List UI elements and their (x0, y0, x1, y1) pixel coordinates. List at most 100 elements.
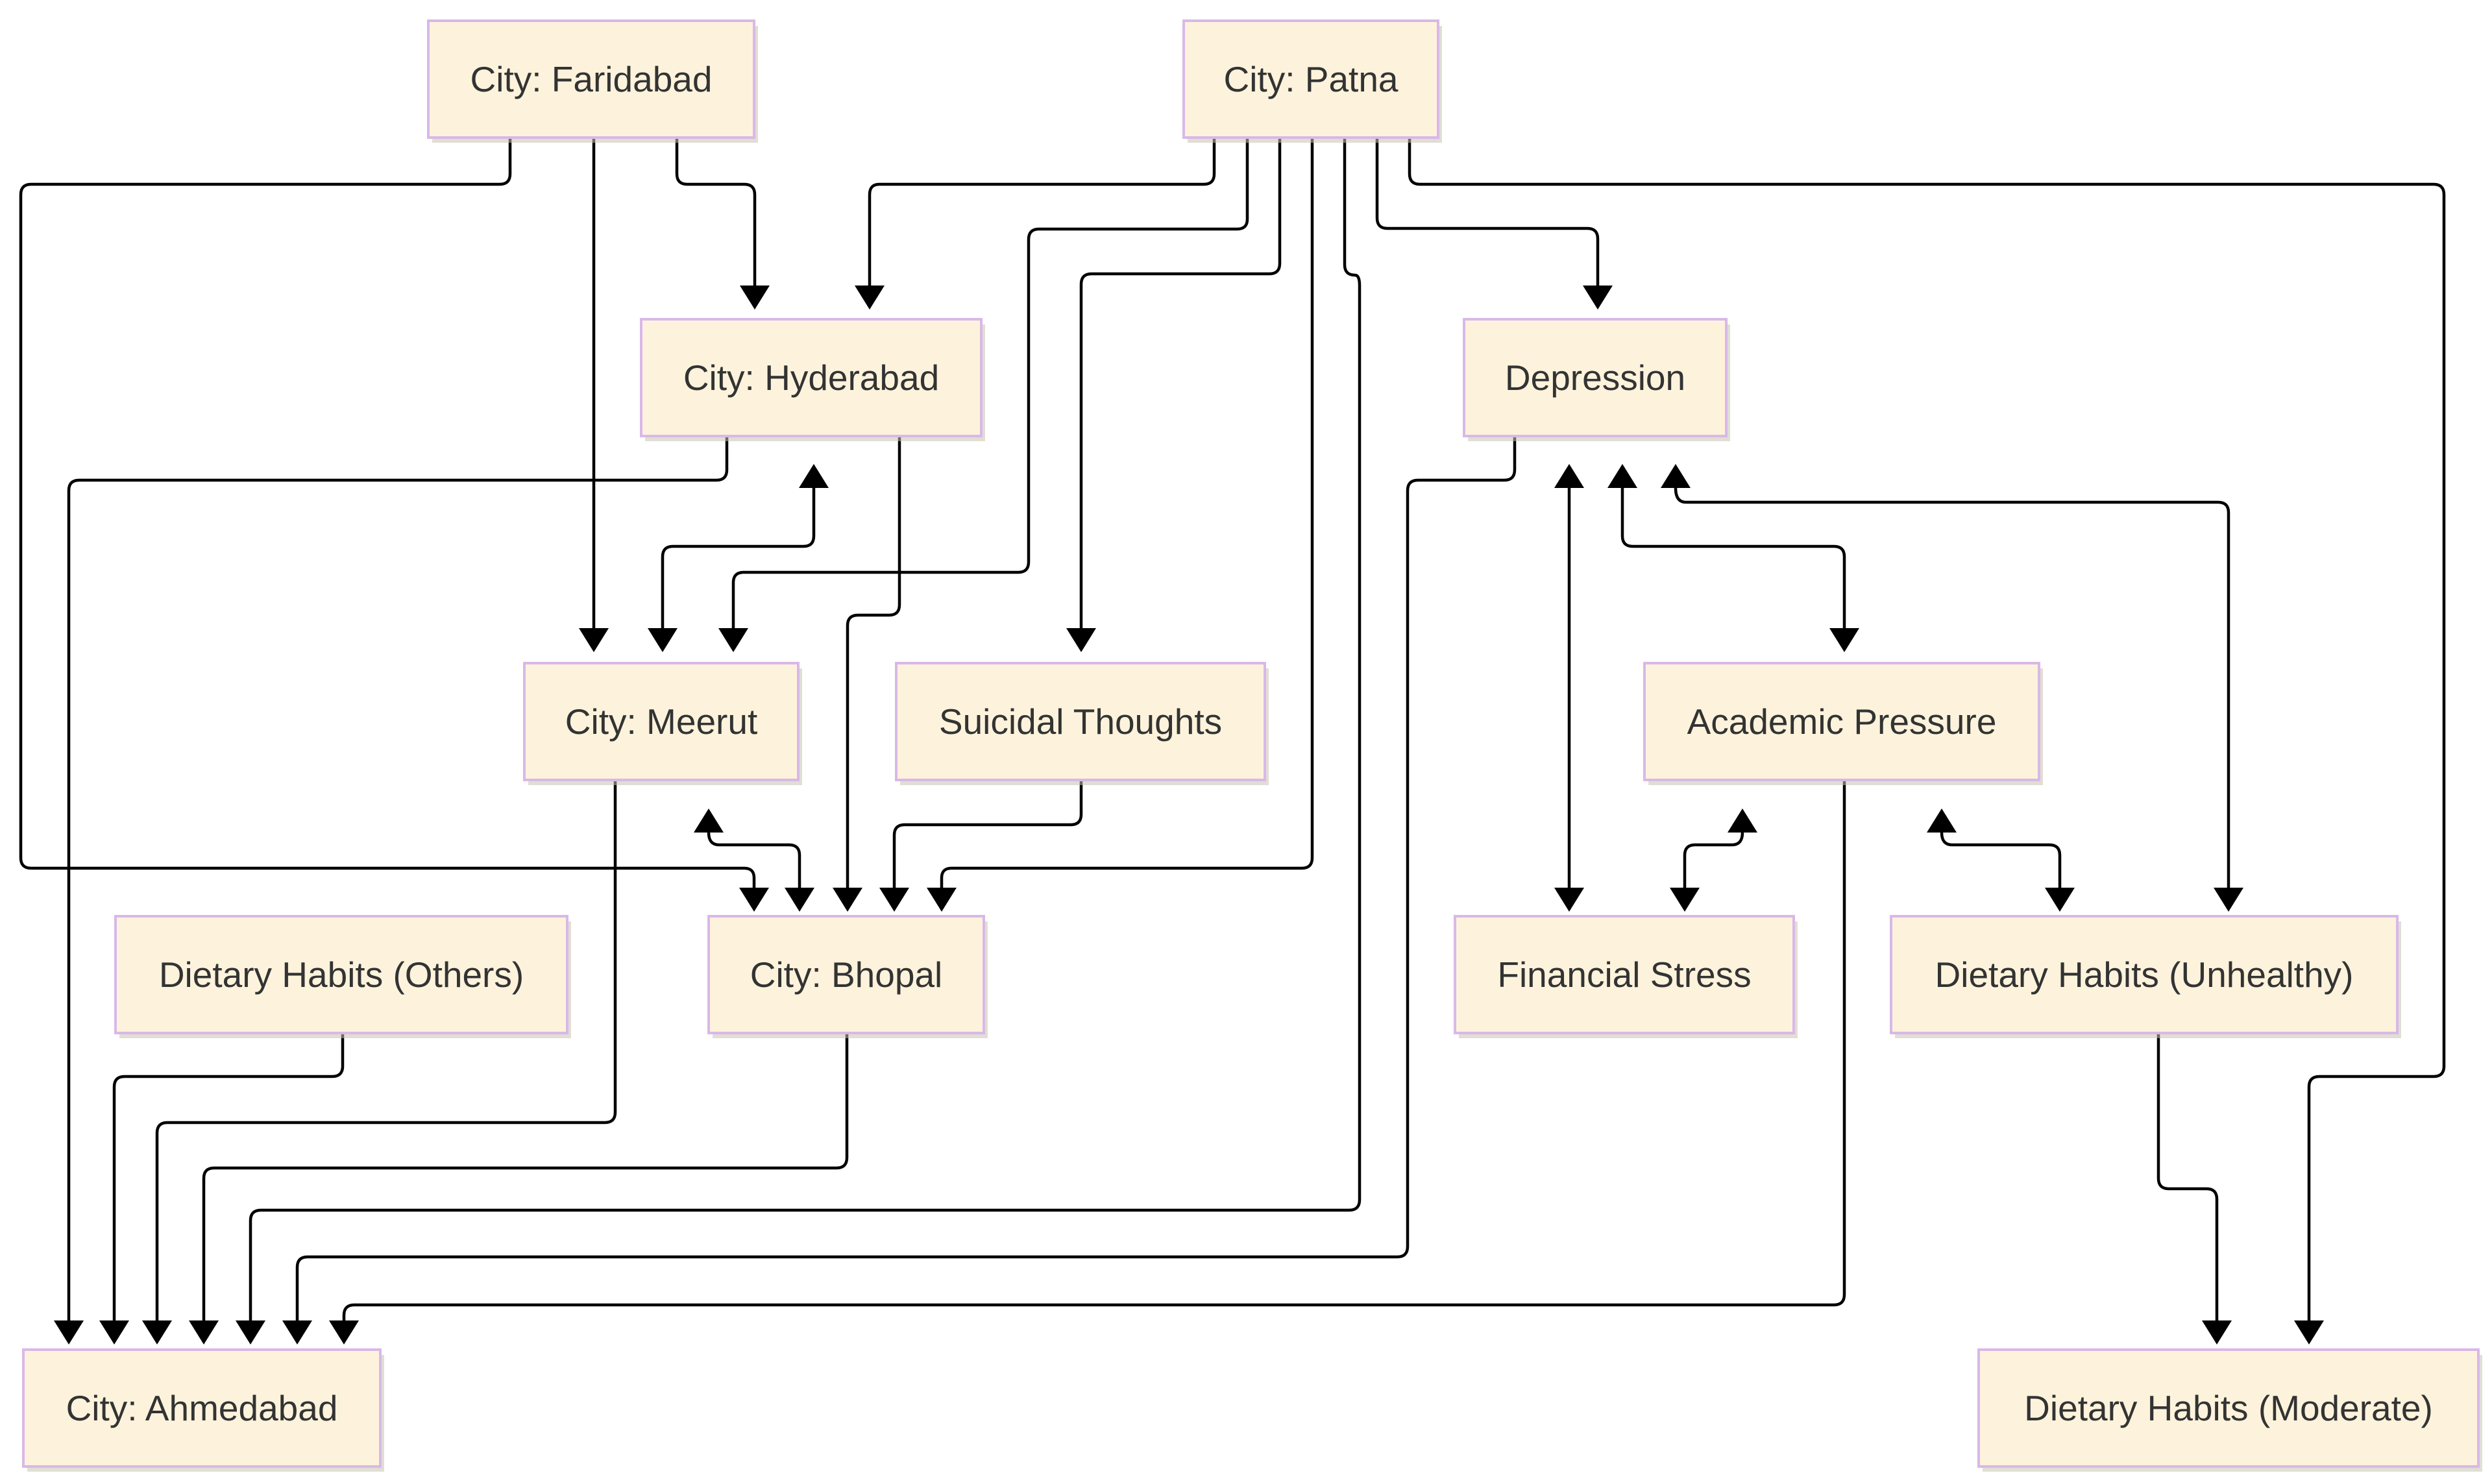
edge-depression-ahmedabad (295, 435, 1517, 1322)
arrowhead-icon (2202, 1320, 2232, 1344)
edge-faridabad-hyderabad (675, 137, 757, 287)
arrowhead-icon (142, 1320, 172, 1344)
edge-patna-diet-moderate (1408, 137, 2446, 1322)
edge-suicidal-bhopal (892, 779, 1083, 890)
arrowhead-icon (1661, 464, 1691, 488)
arrowhead-icon (236, 1320, 265, 1344)
node-box (1643, 662, 2040, 781)
edge-diet-others-ahmedabad (112, 1032, 345, 1322)
node-city-ahmedabad: City: Ahmedabad (22, 1348, 384, 1472)
node-dietary-habits-unhealthy: Dietary Habits (Unhealthy) (1890, 915, 2401, 1038)
edge-bhopal-ahmedabad (202, 1032, 849, 1322)
node-city-hyderabad: City: Hyderabad (640, 318, 985, 441)
node-box (640, 318, 983, 437)
node-label: City: Patna (1223, 59, 1398, 99)
node-box (1182, 19, 1439, 139)
node-city-meerut: City: Meerut (523, 662, 802, 785)
edge-academic-financial (1683, 831, 1744, 890)
edge-meerut-ahmedabad (155, 779, 617, 1322)
node-dietary-habits-moderate: Dietary Habits (Moderate) (1977, 1348, 2482, 1472)
node-box (22, 1348, 382, 1468)
edge-depression-academic (1620, 486, 1846, 630)
arrowhead-icon (1728, 809, 1757, 833)
arrowhead-icon (855, 286, 885, 310)
node-label: City: Meerut (565, 701, 757, 742)
arrowhead-icon (1066, 628, 1096, 652)
edge-patna-suicidal (1079, 137, 1282, 630)
edge-patna-bhopal (940, 137, 1314, 890)
arrowhead-icon (579, 628, 609, 652)
node-box (1463, 318, 1728, 437)
edge-patna-depression (1375, 137, 1600, 287)
arrowhead-icon (2045, 888, 2075, 912)
arrowhead-icon (739, 888, 769, 912)
node-financial-stress: Financial Stress (1454, 915, 1798, 1038)
node-label: City: Faridabad (470, 59, 713, 99)
edge-hyderabad-bhopal (846, 435, 901, 890)
node-label: City: Hyderabad (683, 358, 939, 398)
edge-academic-diet-unhealthy (1940, 831, 2062, 890)
arrowhead-icon (54, 1320, 84, 1344)
node-label: Academic Pressure (1687, 701, 1997, 742)
arrowhead-icon (1583, 286, 1613, 310)
arrowhead-icon (189, 1320, 219, 1344)
edge-diet-unhealthy-diet-moderate (2156, 1032, 2219, 1322)
arrowhead-icon (648, 628, 678, 652)
edge-academic-ahmedabad (342, 779, 1846, 1322)
arrowhead-icon (740, 286, 770, 310)
edges-layer (19, 137, 2446, 1322)
node-dietary-habits-others: Dietary Habits (Others) (114, 915, 571, 1038)
edge-faridabad-bhopal (19, 137, 756, 890)
arrowhead-icon (1829, 628, 1859, 652)
edge-patna-ahmedabad (249, 137, 1362, 1322)
arrowhead-icon (1554, 888, 1584, 912)
node-label: City: Ahmedabad (66, 1388, 338, 1428)
node-box (1454, 915, 1795, 1034)
arrowhead-icon (1554, 464, 1584, 488)
nodes-layer: City: Faridabad City: Patna City: Hydera… (22, 19, 2482, 1472)
node-label: Depression (1505, 358, 1685, 398)
arrowhead-icon (1670, 888, 1700, 912)
node-box (1890, 915, 2399, 1034)
node-label: Dietary Habits (Others) (159, 955, 524, 995)
edge-patna-meerut (731, 137, 1249, 630)
node-box (114, 915, 568, 1034)
node-box (707, 915, 985, 1034)
arrowhead-icon (1607, 464, 1637, 488)
arrowhead-icon (785, 888, 814, 912)
arrowhead-icon (282, 1320, 312, 1344)
arrowheads-layer (54, 286, 2324, 1344)
node-depression: Depression (1463, 318, 1730, 441)
arrowhead-icon (99, 1320, 129, 1344)
node-label: City: Bhopal (750, 955, 943, 995)
node-city-bhopal: City: Bhopal (707, 915, 988, 1038)
node-label: Dietary Habits (Unhealthy) (1935, 955, 2354, 995)
node-academic-pressure: Academic Pressure (1643, 662, 2043, 785)
node-box (895, 662, 1266, 781)
node-label: Financial Stress (1497, 955, 1751, 995)
node-box (427, 19, 755, 139)
node-city-patna: City: Patna (1182, 19, 1442, 143)
node-city-faridabad: City: Faridabad (427, 19, 758, 143)
arrowhead-icon (2214, 888, 2243, 912)
edge-hyderabad-meerut (661, 486, 816, 630)
arrowhead-icon (718, 628, 748, 652)
arrowhead-icon (694, 809, 724, 833)
arrowhead-icon (1927, 809, 1957, 833)
arrowhead-icon (927, 888, 957, 912)
node-box (1977, 1348, 2480, 1468)
edge-hyderabad-ahmedabad (67, 435, 729, 1322)
arrowhead-icon (879, 888, 909, 912)
edge-meerut-bhopal (707, 831, 801, 890)
edge-patna-hyderabad (868, 137, 1216, 287)
arrowhead-icon (329, 1320, 359, 1344)
arrowhead-icon (799, 464, 829, 488)
node-box (523, 662, 800, 781)
edge-depression-diet-unhealthy (1674, 486, 2230, 890)
node-label: Suicidal Thoughts (939, 701, 1222, 742)
arrowhead-icon (2294, 1320, 2324, 1344)
node-label: Dietary Habits (Moderate) (2024, 1388, 2433, 1428)
node-suicidal-thoughts: Suicidal Thoughts (895, 662, 1269, 785)
arrowhead-icon (833, 888, 862, 912)
